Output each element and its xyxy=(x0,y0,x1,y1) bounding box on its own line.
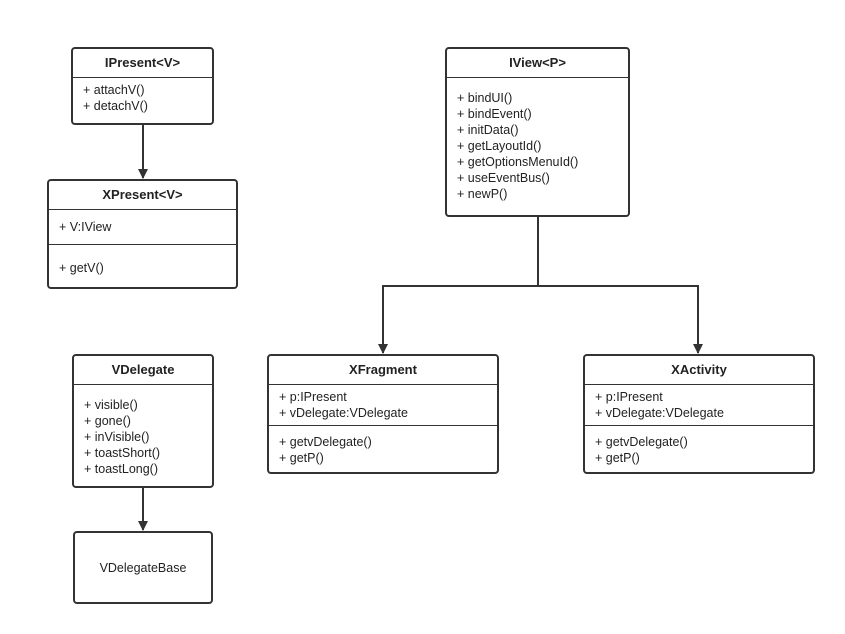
method: + detachV() xyxy=(83,99,148,113)
class-xfragment-name: XFragment xyxy=(269,356,497,385)
class-xactivity-methods: + getvDelegate() + getP() xyxy=(585,425,813,470)
class-xpresent[interactable]: XPresent<V> + V:IView + getV() xyxy=(47,179,238,289)
field: + vDelegate:VDelegate xyxy=(595,406,724,420)
class-iview[interactable]: IView<P> + bindUI() + bindEvent() + init… xyxy=(445,47,630,217)
class-xpresent-methods: + getV() xyxy=(49,244,236,280)
field: + p:IPresent xyxy=(279,390,347,404)
class-xpresent-fields: + V:IView xyxy=(49,210,236,244)
method: + getLayoutId() xyxy=(457,139,542,153)
class-vdelegatebase[interactable]: VDelegateBase xyxy=(73,531,213,604)
method: + visible() xyxy=(84,398,138,412)
class-iview-methods: + bindUI() + bindEvent() + initData() + … xyxy=(447,78,628,206)
field: + V:IView xyxy=(59,220,112,234)
method: + initData() xyxy=(457,123,519,137)
class-iview-name: IView<P> xyxy=(447,49,628,78)
method: + newP() xyxy=(457,187,508,201)
class-xfragment[interactable]: XFragment + p:IPresent + vDelegate:VDele… xyxy=(267,354,499,474)
class-ipresent-name: IPresent<V> xyxy=(73,49,212,78)
class-vdelegate[interactable]: VDelegate + visible() + gone() + inVisib… xyxy=(72,354,214,488)
class-xpresent-name: XPresent<V> xyxy=(49,181,236,210)
class-ipresent-methods: + attachV() + detachV() xyxy=(73,78,212,118)
class-vdelegate-name: VDelegate xyxy=(74,356,212,385)
method: + getvDelegate() xyxy=(595,435,688,449)
method: + useEventBus() xyxy=(457,171,550,185)
class-vdelegatebase-name: VDelegateBase xyxy=(99,560,187,575)
edge-iview-to-xactivity xyxy=(538,285,703,354)
method: + getV() xyxy=(59,261,104,275)
class-xactivity-fields: + p:IPresent + vDelegate:VDelegate xyxy=(585,385,813,425)
method: + toastLong() xyxy=(84,462,159,476)
field: + vDelegate:VDelegate xyxy=(279,406,408,420)
edge-iview-to-xfragment xyxy=(378,216,539,354)
method: + getP() xyxy=(595,451,640,465)
method: + attachV() xyxy=(83,83,145,97)
method: + gone() xyxy=(84,414,131,428)
method: + bindUI() xyxy=(457,91,513,105)
class-vdelegate-methods: + visible() + gone() + inVisible() + toa… xyxy=(74,385,212,481)
class-xfragment-methods: + getvDelegate() + getP() xyxy=(269,425,497,470)
field: + p:IPresent xyxy=(595,390,663,404)
method: + inVisible() xyxy=(84,430,150,444)
method: + getOptionsMenuId() xyxy=(457,155,579,169)
class-xfragment-fields: + p:IPresent + vDelegate:VDelegate xyxy=(269,385,497,425)
class-xactivity-name: XActivity xyxy=(585,356,813,385)
class-ipresent[interactable]: IPresent<V> + attachV() + detachV() xyxy=(71,47,214,125)
method: + getvDelegate() xyxy=(279,435,372,449)
class-xactivity[interactable]: XActivity + p:IPresent + vDelegate:VDele… xyxy=(583,354,815,474)
method: + toastShort() xyxy=(84,446,161,460)
method: + bindEvent() xyxy=(457,107,532,121)
method: + getP() xyxy=(279,451,324,465)
